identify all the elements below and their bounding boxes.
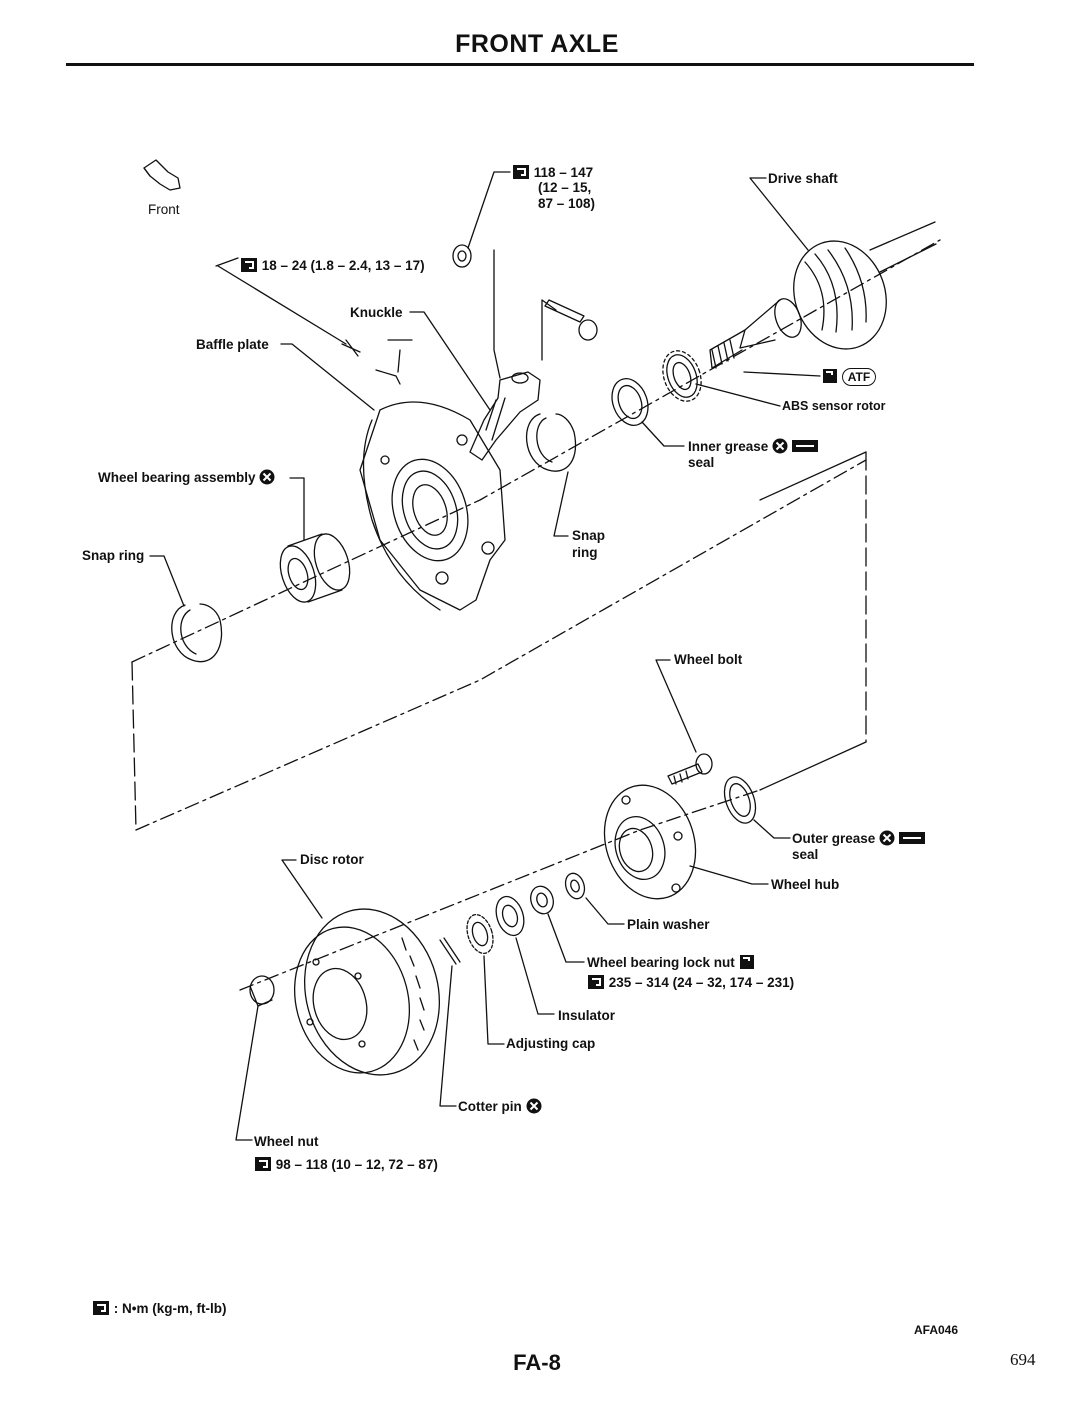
outer-grease-seal (723, 776, 757, 824)
wheel-nut (249, 975, 275, 1007)
torque-wrench-icon (513, 165, 529, 179)
knuckle (469, 371, 541, 461)
outer-grease-seal-line1: Outer grease (792, 831, 876, 846)
torque-wrench-icon (93, 1301, 109, 1315)
baffle-plate-label: Baffle plate (196, 337, 269, 352)
wheel-hub (603, 784, 697, 900)
cotter-pin (439, 937, 461, 965)
torque-wrench-icon (255, 1157, 271, 1171)
plain-washer-label: Plain washer (627, 917, 710, 932)
drive-shaft-label: Drive shaft (768, 171, 838, 186)
cotter-pin-text: Cotter pin (458, 1099, 522, 1114)
drive-shaft-boot (709, 221, 937, 369)
grease-icon (791, 440, 818, 452)
oil-atf-label: ATF (822, 368, 877, 386)
inner-grease-seal (611, 378, 649, 426)
torque-top-line1: 118 – 147 (533, 165, 594, 180)
torque-top-line2: (12 – 15, (538, 180, 592, 195)
torque-wrench-icon (588, 975, 604, 989)
torque-spec-wheel-nut: 98 – 118 (10 – 12, 72 – 87) (254, 1156, 438, 1173)
replace-icon (259, 469, 275, 485)
cotter-pin-label: Cotter pin (458, 1098, 542, 1115)
inner-grease-seal-label: Inner grease (688, 438, 818, 455)
snap-ring-left-label: Snap ring (82, 548, 145, 563)
upper-nut (452, 244, 472, 268)
replace-icon (772, 438, 788, 454)
replace-icon (526, 1098, 542, 1114)
outer-grease-seal-label: Outer grease (792, 830, 925, 847)
adjusting-cap-label: Adjusting cap (506, 1036, 596, 1051)
page-number: 694 (1010, 1350, 1036, 1369)
disc-rotor-label: Disc rotor (300, 852, 364, 867)
replace-icon (879, 830, 895, 846)
grease-icon (898, 832, 925, 844)
torque-spec-top: 118 – 147 (512, 164, 593, 181)
atf-badge: ATF (841, 368, 877, 386)
disc-rotor (293, 908, 441, 1076)
oil-can-icon (739, 955, 754, 969)
torque-legend: : N•m (kg-m, ft-lb) (92, 1300, 226, 1317)
front-arrow-icon (143, 159, 181, 191)
figure-id: AFA046 (914, 1323, 959, 1337)
knuckle-bolt (541, 299, 598, 361)
abs-sensor-rotor (662, 350, 702, 402)
torque-98-118: 98 – 118 (10 – 12, 72 – 87) (275, 1157, 438, 1172)
knuckle-label: Knuckle (350, 305, 403, 320)
torque-spec-baffle: 18 – 24 (1.8 – 2.4, 13 – 17) (240, 257, 425, 274)
lock-nut-text: Wheel bearing lock nut (587, 955, 735, 970)
insulator (495, 895, 525, 937)
wheel-hub-label: Wheel hub (771, 877, 840, 892)
wheel-bearing-assembly-text: Wheel bearing assembly (98, 470, 256, 485)
baffle-plate (359, 401, 506, 611)
wheel-bearing-lock-nut (530, 885, 554, 915)
torque-unit-text: : N•m (kg-m, ft-lb) (113, 1301, 227, 1316)
torque-18-24: 18 – 24 (1.8 – 2.4, 13 – 17) (261, 258, 425, 273)
torque-spec-lock-nut: 235 – 314 (24 – 32, 174 – 231) (587, 974, 794, 991)
snap-ring-right (526, 413, 577, 472)
outer-grease-seal-line2: seal (792, 847, 819, 862)
inner-grease-seal-line2: seal (688, 455, 715, 470)
abs-sensor-rotor-label: ABS sensor rotor (782, 399, 886, 413)
snap-ring-left (171, 603, 223, 663)
wheel-bolt (667, 753, 713, 785)
footer-code: FA-8 (513, 1350, 561, 1375)
insulator-label: Insulator (558, 1008, 616, 1023)
wheel-bearing-assembly (279, 533, 351, 603)
title-rule (66, 63, 974, 66)
oil-can-icon (823, 369, 837, 383)
plain-washer (564, 872, 586, 900)
snap-ring-right-line2: ring (572, 545, 598, 560)
torque-top-line3: 87 – 108) (538, 196, 596, 211)
wheel-nut-label: Wheel nut (254, 1134, 319, 1149)
adjusting-cap (466, 913, 494, 955)
snap-ring-right-line1: Snap (572, 528, 606, 543)
wheel-bolt-label: Wheel bolt (674, 652, 743, 667)
torque-235-314: 235 – 314 (24 – 32, 174 – 231) (608, 975, 795, 990)
wheel-bearing-assembly-label: Wheel bearing assembly (98, 469, 275, 486)
page-title: FRONT AXLE (455, 30, 619, 58)
wheel-bearing-lock-nut-label: Wheel bearing lock nut (587, 954, 755, 971)
torque-wrench-icon (241, 258, 257, 272)
baffle-bolt (341, 339, 413, 385)
inner-grease-seal-line1: Inner grease (688, 439, 769, 454)
front-label: Front (148, 202, 180, 217)
